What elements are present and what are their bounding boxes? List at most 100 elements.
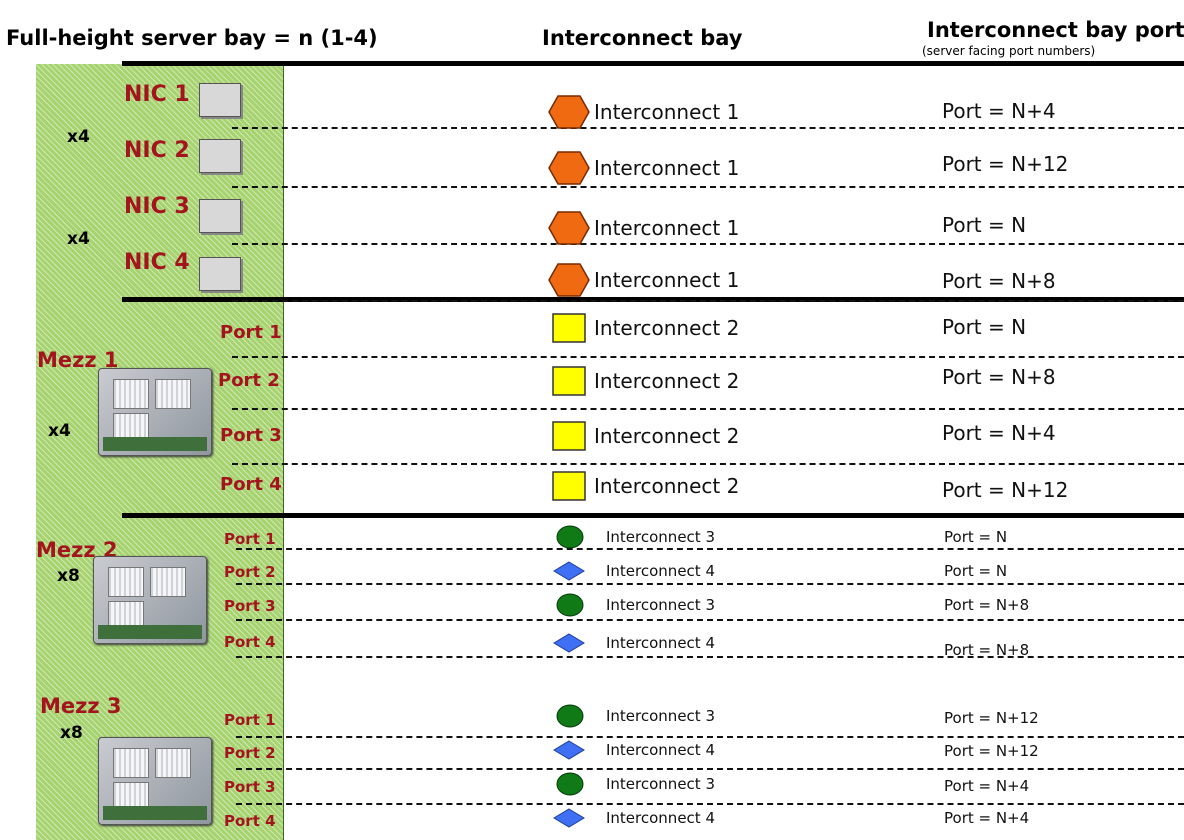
- nic-4-box: [199, 257, 241, 291]
- orange-hexagon-icon: [548, 211, 590, 245]
- connector-line: [236, 736, 1184, 738]
- nic-3-box: [199, 199, 241, 233]
- connector-line: [232, 300, 1184, 302]
- orange-hexagon-icon: [548, 263, 590, 297]
- connector-line: [236, 768, 1184, 770]
- mezz1-mezz2-separator: [122, 513, 1184, 518]
- orange-hexagon-icon: [548, 95, 590, 129]
- green-circle-icon: [556, 525, 584, 549]
- row-icon: [548, 151, 590, 189]
- connector-line: [232, 408, 1184, 410]
- nic-1-box: [199, 83, 241, 117]
- nic-group-2-multiplier: x4: [67, 229, 90, 249]
- mezz-2-multiplier: x8: [57, 566, 80, 586]
- nic-2-label: NIC 2: [124, 138, 190, 163]
- interconnect-label: Interconnect 2: [594, 316, 740, 340]
- blue-diamond-icon: [553, 808, 585, 828]
- interconnect-port-label: Port = N+8: [942, 269, 1056, 293]
- mezz-2-card-image: [93, 556, 207, 644]
- row-icon: [552, 313, 586, 347]
- connector-line: [236, 583, 1184, 585]
- blue-diamond-icon: [553, 561, 585, 581]
- yellow-square-icon: [552, 366, 586, 396]
- green-circle-icon: [556, 704, 584, 728]
- interconnect-label: Interconnect 4: [606, 562, 715, 580]
- interconnect-label: Interconnect 3: [606, 775, 715, 793]
- mezz-1-card-image: [98, 368, 212, 456]
- connector-line: [236, 619, 1184, 621]
- connector-line: [232, 243, 1184, 245]
- row-icon: [552, 366, 586, 400]
- connector-line: [232, 356, 1184, 358]
- interconnect-port-label: Port = N+8: [942, 365, 1056, 389]
- interconnect-label: Interconnect 1: [594, 216, 740, 240]
- interconnect-port-label: Port = N+8: [944, 596, 1030, 614]
- row-icon: [553, 633, 585, 657]
- mezz-3-label: Mezz 3: [40, 694, 122, 718]
- mezz-3-multiplier: x8: [60, 723, 83, 743]
- connector-line: [236, 548, 1184, 550]
- row-icon: [556, 704, 584, 732]
- interconnect-port-label: Port = N: [942, 213, 1027, 237]
- interconnect-port-label: Port = N+12: [942, 152, 1069, 176]
- interconnect-port-label: Port = N+12: [944, 742, 1039, 760]
- interconnect-port-label: Port = N+12: [944, 709, 1039, 727]
- interconnect-label: Interconnect 4: [606, 634, 715, 652]
- blue-diamond-icon: [553, 740, 585, 760]
- interconnect-bay-header: Interconnect bay: [542, 26, 743, 50]
- interconnect-port-label: Port = N+4: [942, 99, 1056, 123]
- mezz-1-multiplier: x4: [48, 421, 71, 441]
- connector-line: [232, 186, 1184, 188]
- row-icon: [553, 808, 585, 832]
- interconnect-port-header: Interconnect bay port: [927, 18, 1184, 42]
- interconnect-label: Interconnect 2: [594, 474, 740, 498]
- mezz-3-port-2-label: Port 2: [224, 744, 276, 762]
- interconnect-label: Interconnect 4: [606, 741, 715, 759]
- yellow-square-icon: [552, 471, 586, 501]
- connector-line: [236, 656, 1184, 658]
- mezz-3-card-image: [98, 737, 212, 825]
- interconnect-port-label: Port = N+12: [942, 478, 1069, 502]
- row-icon: [552, 421, 586, 455]
- interconnect-port-label: Port = N+8: [944, 641, 1030, 659]
- nic-mezz-separator: [122, 297, 1184, 302]
- interconnect-label: Interconnect 2: [594, 424, 740, 448]
- interconnect-label: Interconnect 1: [594, 100, 740, 124]
- mezz-3-port-3-label: Port 3: [224, 778, 276, 796]
- nic-group-1-multiplier: x4: [67, 127, 90, 147]
- mezz-1-port-2-label: Port 2: [218, 370, 280, 391]
- yellow-square-icon: [552, 421, 586, 451]
- row-icon: [548, 263, 590, 301]
- mezz-2-port-4-label: Port 4: [224, 633, 276, 651]
- server-bay-header: Full-height server bay = n (1-4): [6, 26, 378, 50]
- header-separator: [122, 61, 1184, 66]
- row-icon: [548, 211, 590, 249]
- interconnect-port-label: Port = N: [944, 528, 1008, 546]
- mezz-3-port-4-label: Port 4: [224, 812, 276, 830]
- mezz-1-port-1-label: Port 1: [220, 322, 282, 343]
- nic-1-label: NIC 1: [124, 82, 190, 107]
- interconnect-port-label: Port = N: [942, 315, 1027, 339]
- blue-diamond-icon: [553, 633, 585, 653]
- interconnect-port-label: Port = N+4: [944, 777, 1030, 795]
- connector-line: [236, 803, 1184, 805]
- interconnect-label: Interconnect 3: [606, 596, 715, 614]
- green-circle-icon: [556, 593, 584, 617]
- interconnect-label: Interconnect 2: [594, 369, 740, 393]
- interconnect-label: Interconnect 1: [594, 268, 740, 292]
- row-icon: [553, 740, 585, 764]
- mezz-1-port-3-label: Port 3: [220, 425, 282, 446]
- mezz-2-port-3-label: Port 3: [224, 597, 276, 615]
- nic-2-box: [199, 139, 241, 173]
- interconnect-port-label: Port = N: [944, 562, 1008, 580]
- mezz-2-port-2-label: Port 2: [224, 563, 276, 581]
- nic-4-label: NIC 4: [124, 250, 190, 275]
- mezz-1-port-4-label: Port 4: [220, 474, 282, 495]
- nic-3-label: NIC 3: [124, 194, 190, 219]
- row-icon: [556, 525, 584, 553]
- interconnect-port-label: Port = N+4: [942, 421, 1056, 445]
- row-icon: [552, 471, 586, 505]
- orange-hexagon-icon: [548, 151, 590, 185]
- connector-line: [232, 127, 1184, 129]
- interconnect-label: Interconnect 3: [606, 707, 715, 725]
